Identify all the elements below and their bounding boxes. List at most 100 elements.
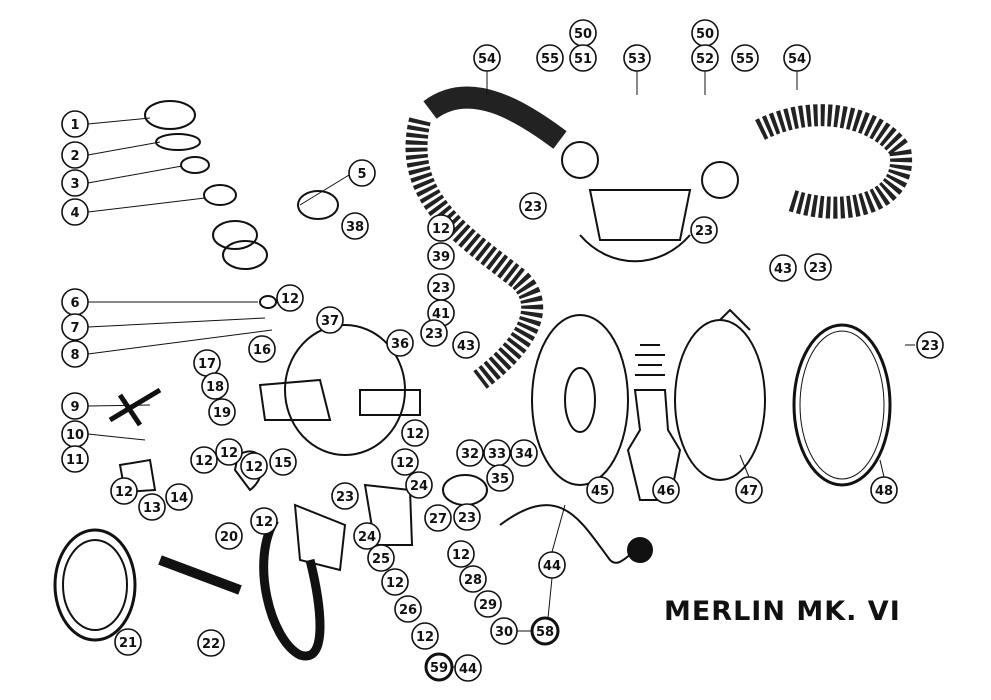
callout-28: 28 (459, 565, 487, 593)
callout-label: 20 (220, 530, 238, 545)
callout-50: 50 (569, 19, 597, 47)
callout-circle (201, 372, 229, 400)
callout-1: 1 (61, 110, 89, 138)
callout-label: 14 (170, 491, 188, 506)
callout-label: 43 (457, 339, 475, 354)
callout-15: 15 (269, 448, 297, 476)
part-gasket (792, 323, 892, 487)
callout-circle (394, 595, 422, 623)
part-hp-hose (259, 517, 325, 661)
leader-lines (87, 71, 915, 668)
callout-label: 32 (461, 447, 479, 462)
callout-circle (447, 540, 475, 568)
callout-circle (386, 329, 414, 357)
callout-circle (138, 493, 166, 521)
part-hp-hose-fitting (158, 555, 242, 595)
callout-circle (190, 446, 218, 474)
callout-43: 43 (769, 254, 797, 282)
callout-48: 48 (870, 476, 898, 504)
callout-circle (490, 617, 518, 645)
callout-circle (453, 503, 481, 531)
callout-55: 55 (731, 44, 759, 72)
callout-circle (424, 504, 452, 532)
callout-10: 10 (61, 420, 89, 448)
callout-circle (61, 141, 89, 169)
callout-label: 55 (541, 52, 559, 67)
callout-circle (691, 44, 719, 72)
callout-label: 39 (432, 250, 450, 265)
callout-label: 35 (491, 472, 509, 487)
callout-circle (401, 419, 429, 447)
callout-circle (804, 253, 832, 281)
callout-35: 35 (486, 464, 514, 492)
part-valve (180, 156, 210, 174)
part-chain (499, 504, 641, 564)
callout-circle (248, 335, 276, 363)
part-gauge (53, 528, 137, 642)
callout-circle (61, 392, 89, 420)
callout-circle (215, 522, 243, 550)
callout-30: 30 (490, 617, 518, 645)
callout-43: 43 (452, 331, 480, 359)
callout-label: 7 (70, 321, 79, 336)
callout-18: 18 (201, 372, 229, 400)
callout-12: 12 (276, 284, 304, 312)
callout-circle (486, 464, 514, 492)
callout-23: 23 (427, 273, 455, 301)
callout-label: 59 (430, 661, 448, 676)
callout-58: 58 (530, 616, 560, 646)
callout-circle (341, 212, 369, 240)
callout-circle (276, 284, 304, 312)
callout-circle (456, 439, 484, 467)
callout-circle (424, 652, 454, 682)
callout-circle (519, 192, 547, 220)
callout-36: 36 (386, 329, 414, 357)
callout-circle (474, 590, 502, 618)
callout-12: 12 (427, 214, 455, 242)
callout-label: 23 (336, 490, 354, 505)
callout-label: 25 (372, 552, 390, 567)
callout-label: 55 (736, 52, 754, 67)
callout-label: 22 (202, 637, 220, 652)
part-tap (108, 387, 162, 427)
callout-label: 19 (213, 406, 231, 421)
callout-label: 23 (432, 281, 450, 296)
callout-label: 27 (429, 512, 447, 527)
callout-circle (208, 398, 236, 426)
callout-37: 37 (316, 306, 344, 334)
callout-11: 11 (61, 445, 89, 473)
callout-circle (652, 476, 680, 504)
callout-circle (454, 654, 482, 682)
callout-54: 54 (473, 44, 501, 72)
callout-circle (381, 568, 409, 596)
callout-label: 50 (574, 27, 592, 42)
callout-21: 21 (114, 628, 142, 656)
callout-label: 12 (396, 456, 414, 471)
callout-circle (240, 452, 268, 480)
callout-circle (348, 159, 376, 187)
part-disc (297, 190, 339, 220)
callout-circle (197, 629, 225, 657)
callout-label: 45 (591, 484, 609, 499)
callout-12: 12 (240, 452, 268, 480)
callout-circle (316, 306, 344, 334)
callout-26: 26 (394, 595, 422, 623)
callout-label: 34 (515, 447, 533, 462)
callout-circle (61, 110, 89, 138)
callout-27: 27 (424, 504, 452, 532)
callout-44: 44 (454, 654, 482, 682)
callout-8: 8 (61, 340, 89, 368)
callout-label: 23 (921, 339, 939, 354)
callout-23: 23 (453, 503, 481, 531)
callout-label: 33 (488, 447, 506, 462)
callout-label: 12 (245, 460, 263, 475)
callout-circle (427, 214, 455, 242)
callout-label: 24 (410, 479, 428, 494)
callout-51: 51 (569, 44, 597, 72)
callout-circle (459, 565, 487, 593)
callout-label: 30 (495, 625, 513, 640)
callout-label: 23 (524, 200, 542, 215)
part-body (258, 378, 332, 421)
